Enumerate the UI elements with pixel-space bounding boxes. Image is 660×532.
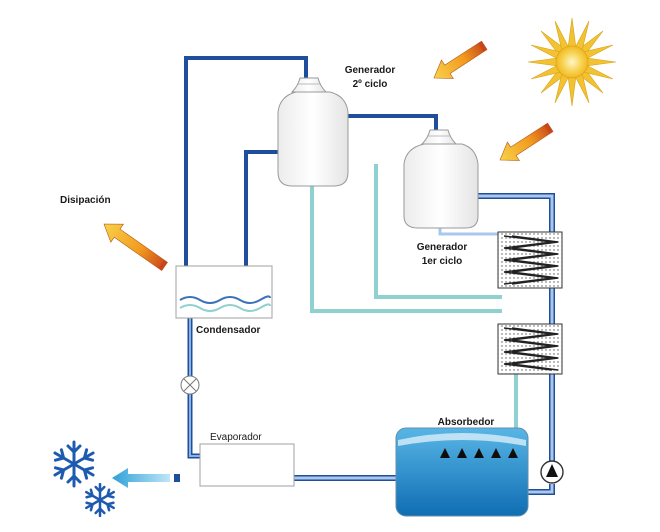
pipe-condenser-to-evaporator [187, 318, 202, 459]
heat-arrow-icon [499, 122, 554, 161]
evaporator [199, 443, 295, 487]
snowflake-icon [50, 440, 98, 488]
generator-2nd-cycle [277, 77, 349, 187]
label-absorber: Absorbedor [438, 417, 495, 428]
snowflake-icon [82, 482, 118, 518]
generator2-neck [290, 77, 328, 93]
pipe-generator2-solution-out [310, 186, 502, 313]
generator-1st-cycle [403, 129, 479, 229]
expansion-valve-icon [180, 375, 200, 395]
label-dissipation: Disipación [60, 195, 111, 206]
generator1-body [403, 143, 479, 229]
heat-arrow-icon [103, 223, 168, 271]
label-condenser: Condensador [196, 325, 261, 336]
pipe-generator1-loop [474, 193, 555, 495]
cold-arrow-icon [112, 468, 180, 488]
absorber-spray-nozzles [440, 448, 518, 458]
generator1-neck [420, 129, 458, 145]
pipe-condenser-to-generator2 [184, 56, 308, 268]
heat-exchanger-icon [503, 327, 553, 371]
pipe-generator2-solution-in [374, 164, 502, 299]
pipe-generator2-to-condenser [244, 150, 282, 268]
label-generator1-line2: 1er ciclo [422, 256, 463, 267]
condenser [175, 265, 273, 319]
condenser-wave-bottom [179, 303, 271, 312]
heat-exchanger-icon [503, 235, 553, 285]
label-generator2-line1: Generador [345, 65, 396, 76]
pipes [184, 56, 555, 495]
label-generator1-line1: Generador [417, 242, 468, 253]
label-generator2-line2: 2º ciclo [353, 79, 388, 90]
heat-arrow-icon [433, 40, 488, 79]
heat-exchanger-lower [497, 323, 563, 375]
generator2-body [277, 91, 349, 187]
label-evaporator: Evaporador [210, 432, 262, 443]
heat-exchanger-upper [497, 231, 563, 289]
absorber [395, 427, 529, 517]
pump-icon [540, 460, 564, 484]
condenser-wave-top [179, 295, 271, 304]
sun-icon [527, 17, 617, 107]
